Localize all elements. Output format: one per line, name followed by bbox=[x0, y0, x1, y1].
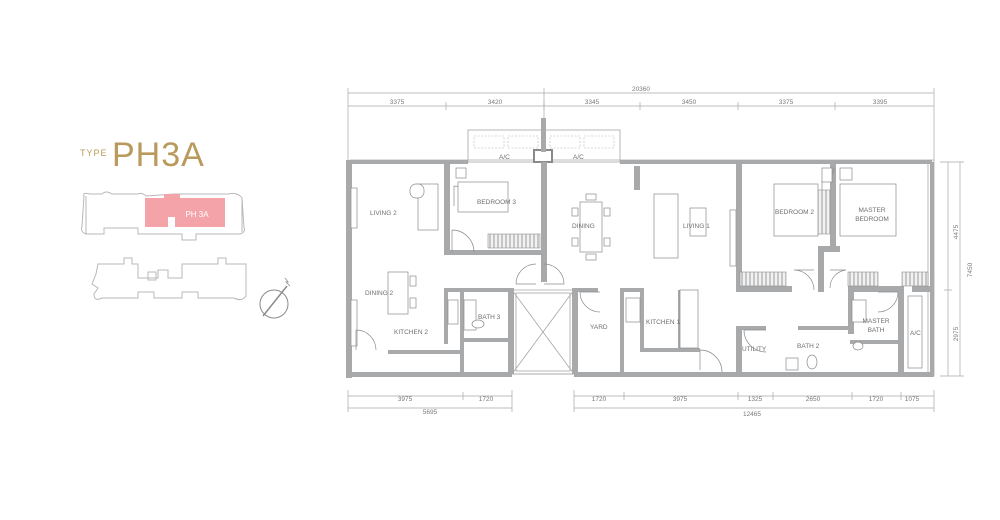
room-label-dining2: DINING 2 bbox=[365, 290, 394, 297]
dim-top: 3395 bbox=[873, 99, 888, 106]
dim-bottom-right: 1075 bbox=[905, 396, 920, 403]
dim-overall-top: 20360 bbox=[632, 86, 650, 93]
room-label-ac-small: A/C bbox=[910, 330, 921, 337]
room-label-bedroom3: BEDROOM 3 bbox=[477, 199, 516, 206]
dim-bottom-right: 2650 bbox=[806, 396, 821, 403]
room-label-master-bedroom-1: MASTER bbox=[858, 207, 885, 214]
key-plan: PH 3A bbox=[81, 191, 247, 301]
unit-tag: PH 3A bbox=[185, 210, 209, 219]
dim-bottom-right: 1325 bbox=[748, 396, 763, 403]
north-compass-icon bbox=[259, 277, 291, 319]
dim-bottom-left-total: 5695 bbox=[423, 409, 438, 416]
dim-top: 3420 bbox=[488, 99, 503, 106]
dim-bottom-right-total: 12465 bbox=[743, 411, 761, 418]
room-label-master-bath-1: MASTER bbox=[862, 318, 889, 325]
type-label: TYPE bbox=[80, 148, 108, 158]
room-label-bedroom2: BEDROOM 2 bbox=[775, 209, 814, 216]
room-label-living1: LIVING 1 bbox=[683, 223, 710, 230]
dim-right: 4475 bbox=[953, 224, 960, 239]
room-label-kitchen2: KITCHEN 2 bbox=[394, 329, 428, 336]
room-label-bath2: BATH 2 bbox=[797, 343, 820, 350]
dim-bottom-right: 1720 bbox=[592, 396, 607, 403]
walls bbox=[346, 160, 934, 378]
floor-plan: 20360 3375 3420 3345 3450 3375 3395 7450… bbox=[346, 86, 974, 418]
room-label-dining: DINING bbox=[572, 223, 595, 230]
dim-top: 3450 bbox=[682, 99, 697, 106]
dim-bottom-right: 3975 bbox=[673, 396, 688, 403]
room-label-master-bedroom-2: BEDROOM bbox=[855, 216, 889, 223]
room-label-living2: LIVING 2 bbox=[370, 210, 397, 217]
dim-top: 3375 bbox=[779, 99, 794, 106]
dim-bottom-left: 1720 bbox=[479, 396, 494, 403]
dimension-lines bbox=[347, 88, 964, 412]
wardrobes bbox=[487, 189, 929, 287]
unit-type-title: PH3A bbox=[112, 136, 205, 174]
room-label-bath3: BATH 3 bbox=[478, 314, 501, 321]
room-labels: A/C A/C BEDROOM 3 LIVING 2 DINING LIVING… bbox=[365, 154, 921, 353]
room-label-master-bath-2: BATH bbox=[868, 327, 885, 334]
room-label-utility: UTILITY bbox=[742, 346, 767, 353]
furniture bbox=[387, 167, 897, 371]
room-label-ac-right: A/C bbox=[573, 154, 584, 161]
dim-right: 2975 bbox=[953, 326, 960, 341]
dim-bottom-left: 3975 bbox=[398, 396, 413, 403]
unit-highlight bbox=[145, 198, 225, 227]
room-label-yard: YARD bbox=[590, 324, 608, 331]
dim-top: 3375 bbox=[390, 99, 405, 106]
dim-right-total: 7450 bbox=[967, 262, 974, 277]
dim-bottom-right: 1720 bbox=[869, 396, 884, 403]
room-label-kitchen1: KITCHEN 1 bbox=[646, 319, 680, 326]
dimension-texts: 20360 3375 3420 3345 3450 3375 3395 7450… bbox=[390, 86, 974, 418]
dim-top: 3345 bbox=[585, 99, 600, 106]
room-label-ac-left: A/C bbox=[499, 154, 510, 161]
